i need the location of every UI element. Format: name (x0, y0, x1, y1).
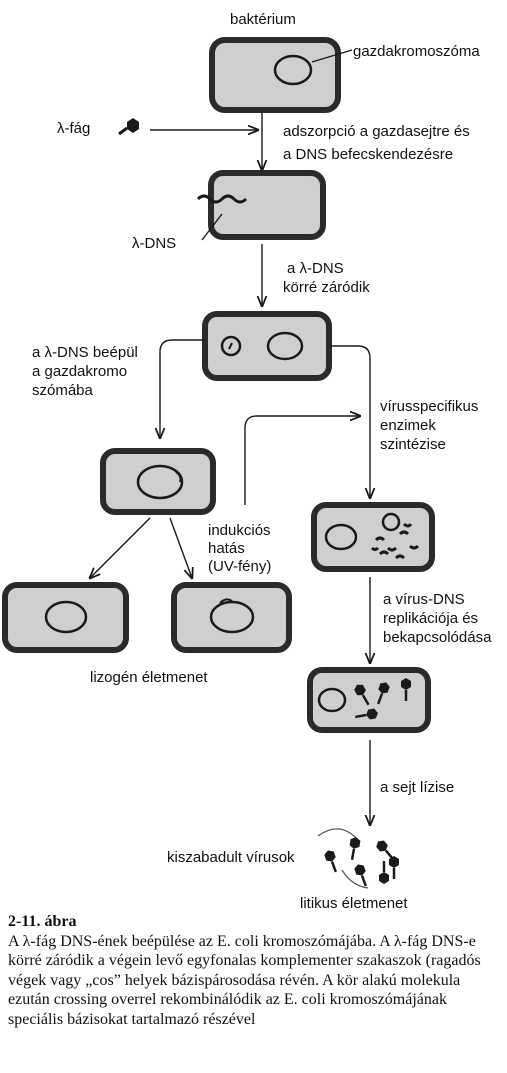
daughter-cell-left (2, 582, 129, 653)
integrates-label-line2: a gazdakromo (32, 363, 127, 380)
lambda-phage-label: λ-fág (57, 120, 90, 137)
circularizes-label-line2: körré záródik (283, 279, 370, 296)
figure-caption: 2-11. ábra A λ-fág DNS-ének beépülése az… (8, 912, 500, 1029)
host-chromosome-pointer (311, 49, 353, 63)
host-chromosome-label: gazdakromoszóma (353, 43, 480, 60)
enzyme-synthesis-arrow (329, 345, 370, 498)
enzymes-label-line2: enzimek (380, 417, 436, 434)
circularized-dna-cell (202, 311, 332, 381)
injected-lambda-dna (196, 194, 248, 204)
lytic-cycle-label: litikus életmenet (300, 895, 408, 912)
lysogenic-cycle-label: lizogén életmenet (90, 669, 208, 686)
integrates-label-line1: a λ-DNS beépül (32, 344, 138, 361)
circular-lambda-dna (220, 335, 242, 357)
induction-label-line2: hatás (208, 540, 245, 557)
induction-label-line3: (UV-fény) (208, 558, 271, 575)
caption-text: A λ-fág DNS-ének beépülése az E. coli kr… (8, 932, 481, 1028)
host-chromosome-circle (273, 54, 313, 86)
replicating-cell (311, 502, 435, 572)
lambda-phage-icon (118, 118, 139, 136)
caption-number: 2-11. ábra (8, 913, 77, 930)
replication-label-line2: replikációja és (383, 610, 478, 627)
induction-arrow (244, 416, 360, 505)
integration-arrow (160, 339, 205, 438)
adsorption-label-line1: adszorpció a gazdasejtre és (283, 123, 470, 140)
replication-label-line1: a vírus-DNS (383, 591, 465, 608)
bacterium-cell (209, 37, 341, 113)
bacterium-label: baktérium (230, 11, 296, 28)
released-viruses-label: kiszabadult vírusok (167, 849, 295, 866)
enzymes-label-line3: szintézise (380, 436, 446, 453)
lysis-label: a sejt lízise (380, 779, 454, 796)
lambda-dna-pointer (201, 213, 223, 241)
host-chromosome-with-prophage (136, 464, 184, 500)
released-viruses (317, 828, 401, 889)
host-chromosome-circle (266, 331, 304, 361)
lysogen-cell (100, 448, 216, 515)
lambda-dna-label: λ-DNS (132, 235, 176, 252)
adsorption-label-line2: a DNS befecskendezésre (283, 146, 453, 163)
replication-label-line3: bekapcsolódása (383, 629, 492, 646)
circularizes-label-line1: a λ-DNS (287, 260, 344, 277)
replicated-viral-dna (370, 522, 420, 560)
integrates-label-line3: szómába (32, 382, 94, 399)
daughter-cell-right (171, 582, 292, 653)
enzymes-label-line1: vírusspecifikus (380, 398, 478, 415)
division-arrow-right (169, 517, 192, 578)
induction-label-line1: indukciós (208, 522, 271, 539)
division-arrow-left (90, 517, 151, 578)
infected-cell (196, 170, 326, 240)
phage-filled-cell (307, 667, 431, 733)
